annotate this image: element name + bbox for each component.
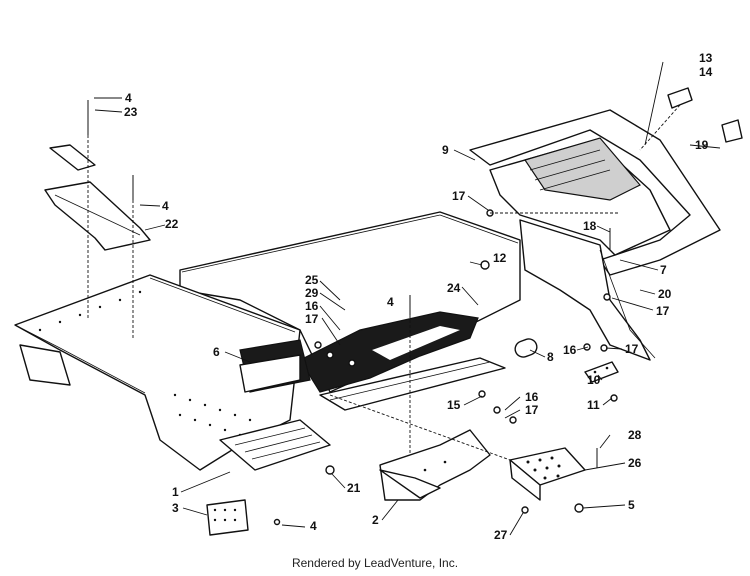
block-holes bbox=[526, 456, 561, 480]
callout-7: 7 bbox=[660, 263, 667, 277]
rear-bumper-assembly bbox=[469, 109, 721, 361]
callout-labels: 4 23 4 22 6 25 29 16 17 4 24 12 13 14 19… bbox=[124, 51, 713, 542]
callout-26: 26 bbox=[628, 456, 642, 470]
reflector bbox=[721, 119, 743, 143]
callout-17: 17 bbox=[305, 312, 319, 326]
small-plate bbox=[206, 499, 249, 536]
callout-21: 21 bbox=[347, 481, 361, 495]
footrest-grip-plate bbox=[219, 419, 331, 471]
callout-5: 5 bbox=[628, 498, 635, 512]
bracket-plate bbox=[584, 361, 619, 383]
callout-29: 29 bbox=[305, 286, 319, 300]
callout-4: 4 bbox=[125, 91, 132, 105]
callout-16: 16 bbox=[563, 343, 577, 357]
callout-20: 20 bbox=[658, 287, 672, 301]
callout-15: 15 bbox=[447, 398, 461, 412]
callout-16: 16 bbox=[525, 390, 539, 404]
callout-17: 17 bbox=[656, 304, 670, 318]
callout-10: 10 bbox=[587, 373, 601, 387]
callout-17: 17 bbox=[525, 403, 539, 417]
callout-9: 9 bbox=[442, 143, 449, 157]
callout-4: 4 bbox=[310, 519, 317, 533]
lower-bracket bbox=[379, 429, 491, 501]
footer-credit: Rendered by LeadVenture, Inc. bbox=[291, 556, 459, 570]
callout-4: 4 bbox=[162, 199, 169, 213]
callout-27: 27 bbox=[494, 528, 508, 542]
callout-11: 11 bbox=[587, 398, 600, 412]
callout-2: 2 bbox=[372, 513, 379, 527]
callout-17: 17 bbox=[452, 189, 466, 203]
callout-28: 28 bbox=[628, 428, 642, 442]
callout-12: 12 bbox=[493, 251, 507, 265]
callout-1: 1 bbox=[172, 485, 179, 499]
inner-trough bbox=[239, 339, 311, 393]
callout-17: 17 bbox=[625, 342, 639, 356]
callout-22: 22 bbox=[165, 217, 179, 231]
brace-tube bbox=[514, 338, 538, 358]
callout-23: 23 bbox=[124, 105, 138, 119]
tunnel-decal bbox=[299, 311, 479, 393]
callout-leaders bbox=[94, 61, 721, 536]
callout-19: 19 bbox=[695, 138, 709, 152]
taillight-lens bbox=[667, 87, 693, 109]
callout-13: 13 bbox=[699, 51, 713, 65]
callout-25: 25 bbox=[305, 273, 319, 287]
callout-4: 4 bbox=[387, 295, 394, 309]
rail-strip bbox=[49, 144, 96, 171]
callout-3: 3 bbox=[172, 501, 179, 515]
callout-24: 24 bbox=[447, 281, 461, 295]
callout-8: 8 bbox=[547, 350, 554, 364]
callout-16: 16 bbox=[305, 299, 319, 313]
left-side-panel bbox=[14, 274, 301, 471]
callout-14: 14 bbox=[699, 65, 713, 79]
fasteners bbox=[87, 100, 618, 526]
callout-18: 18 bbox=[583, 219, 597, 233]
callout-6: 6 bbox=[213, 345, 220, 359]
assembly-lines bbox=[87, 104, 681, 461]
rail-bracket bbox=[44, 181, 151, 251]
footrest-block bbox=[509, 447, 586, 501]
